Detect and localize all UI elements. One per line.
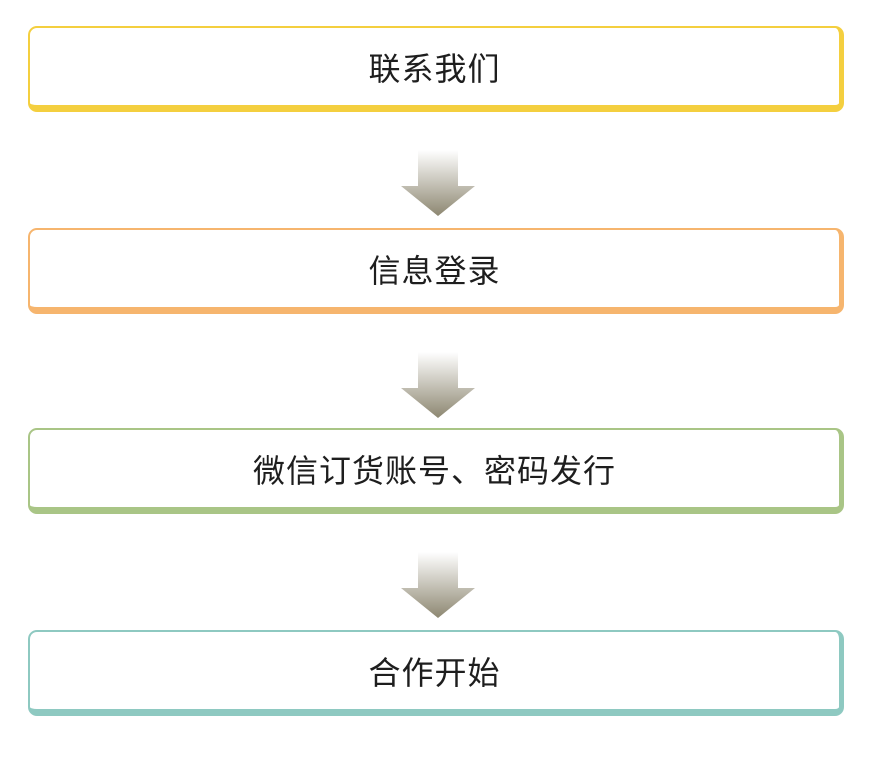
arrow-down-icon [401,150,475,216]
step-4-box: 合作开始 [28,630,844,716]
step-4-label: 合作开始 [368,653,501,692]
arrow-down-icon [401,552,475,618]
step-3-box: 微信订货账号、密码发行 [28,428,844,514]
step-1-box: 联系我们 [28,26,844,112]
step-2-box: 信息登录 [28,228,844,314]
step-1-label: 联系我们 [368,49,501,88]
step-3-label: 微信订货账号、密码发行 [252,451,616,490]
arrow-down-icon [401,352,475,418]
step-2-label: 信息登录 [368,251,501,290]
